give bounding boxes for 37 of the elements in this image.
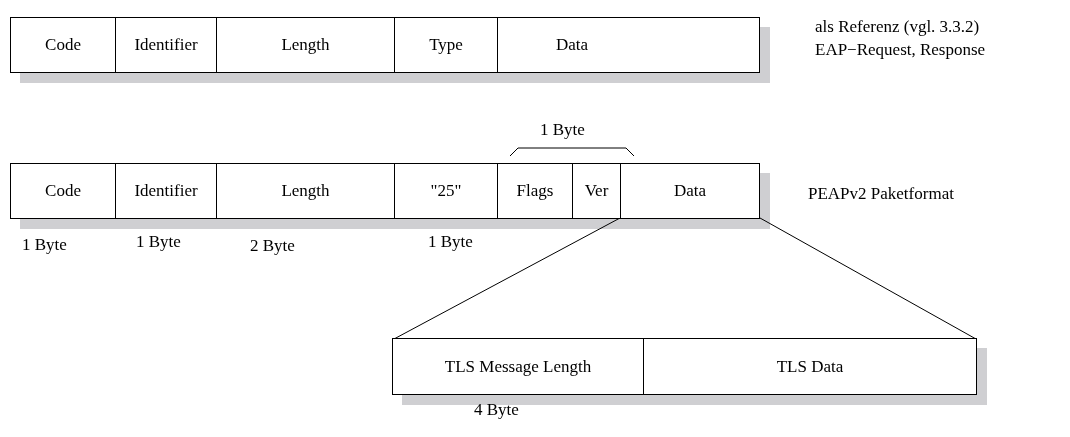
field-cell — [115, 17, 217, 73]
field-name: TLS Message Length — [444, 356, 592, 377]
size-label: 1 Byte — [136, 232, 181, 252]
field-cell — [643, 338, 977, 395]
field-name: Code — [45, 181, 81, 201]
field-name: Length — [281, 181, 330, 201]
field-name: Data — [673, 181, 707, 201]
field-cell — [620, 163, 760, 219]
field-cell — [497, 163, 573, 219]
field-name: Identifier — [134, 181, 198, 201]
field-cell — [216, 163, 395, 219]
field-name: Ver — [584, 181, 609, 201]
size-label: 1 Byte — [540, 120, 585, 140]
field-cell — [10, 17, 116, 73]
note-text: EAP−Request, Response — [815, 40, 986, 60]
size-label: 1 Byte — [22, 235, 67, 255]
field-cell — [497, 17, 760, 73]
field-cell — [394, 163, 498, 219]
size-label: 4 Byte — [474, 400, 519, 420]
field-name: Type — [429, 35, 463, 55]
size-label: 1 Byte — [428, 232, 473, 252]
field-cell — [394, 17, 498, 73]
field-name: Length — [281, 35, 330, 55]
field-cell — [10, 163, 116, 219]
field-name: "25" — [430, 181, 462, 201]
field-cell — [572, 163, 621, 219]
note-text: als Referenz (vgl. 3.3.2) — [815, 17, 980, 37]
field-cell — [216, 17, 395, 73]
field-name: Identifier — [134, 35, 198, 55]
field-cell — [115, 163, 217, 219]
size-label: 2 Byte — [250, 236, 295, 256]
field-cell — [392, 338, 644, 395]
field-name: Code — [45, 35, 81, 55]
field-name: Data — [556, 35, 589, 55]
field-name: TLS Data — [776, 356, 844, 377]
field-name: Flags — [516, 181, 554, 201]
row-caption: PEAPv2 Paketformat — [808, 184, 954, 204]
